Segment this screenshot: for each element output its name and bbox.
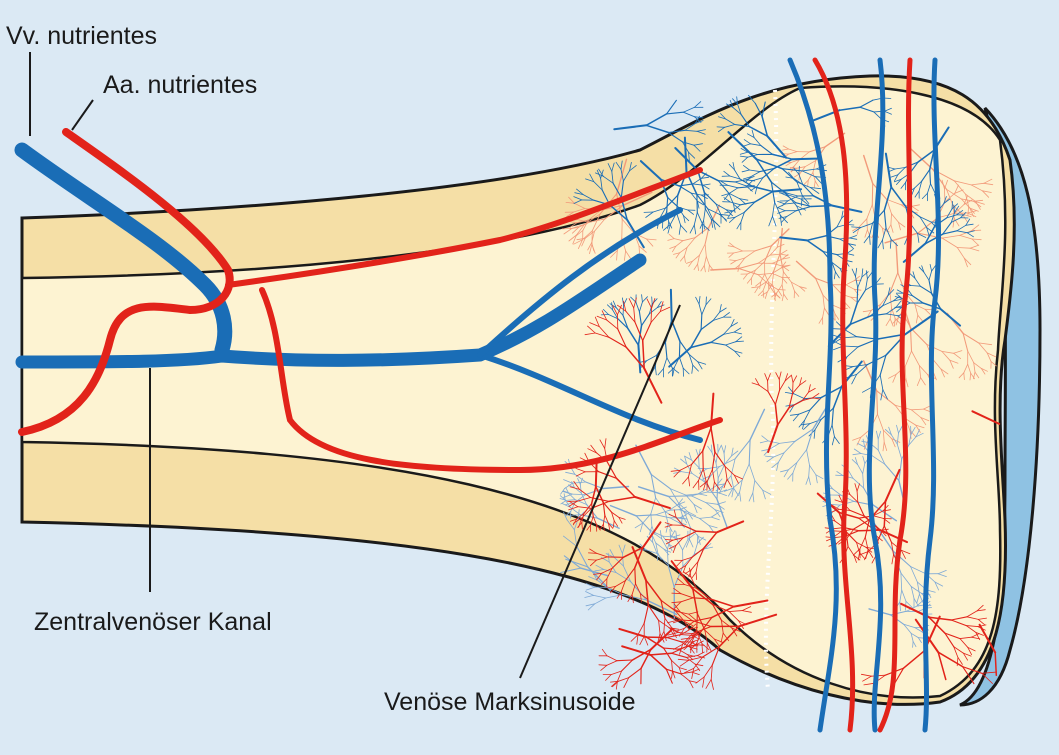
label-venoese-marksinusoide: Venöse Marksinusoide (384, 690, 636, 715)
sinusoid-branch (778, 290, 786, 291)
sinusoid-branch (588, 560, 596, 561)
sinusoid-branch (972, 230, 981, 231)
sinusoid-branch (572, 494, 585, 495)
sinusoid-branch (930, 170, 931, 184)
sinusoid-branch (811, 206, 832, 207)
label-aa-nutrientes: Aa. nutrientes (103, 73, 257, 98)
sinusoid-branch (701, 315, 702, 330)
sinusoid-branch (697, 531, 717, 532)
sinusoid-branch (669, 496, 692, 497)
sinusoid-branch (697, 614, 698, 632)
sinusoid-branch (671, 290, 672, 321)
sinusoid-branch (617, 660, 633, 661)
sinusoid-branch (652, 297, 653, 304)
sinusoid-branch (679, 341, 680, 357)
sinusoid-branch (913, 641, 914, 647)
sinusoid-branch (623, 305, 624, 315)
sinusoid-branch (952, 201, 953, 209)
sinusoid-branch (635, 568, 636, 584)
sinusoid-branch (596, 462, 597, 486)
label-zentralvenoeser-kanal: Zentralvenöser Kanal (34, 610, 272, 635)
sinusoid-branch (857, 288, 858, 304)
sinusoid-branch (562, 228, 572, 229)
sinusoid-branch (651, 308, 652, 322)
label-vv-nutrientes: Vv. nutrientes (6, 24, 157, 49)
sinusoid-branch (696, 572, 697, 580)
sinusoid-branch (792, 159, 820, 160)
sinusoid-branch (599, 665, 607, 666)
sinusoid-branch (859, 530, 880, 531)
